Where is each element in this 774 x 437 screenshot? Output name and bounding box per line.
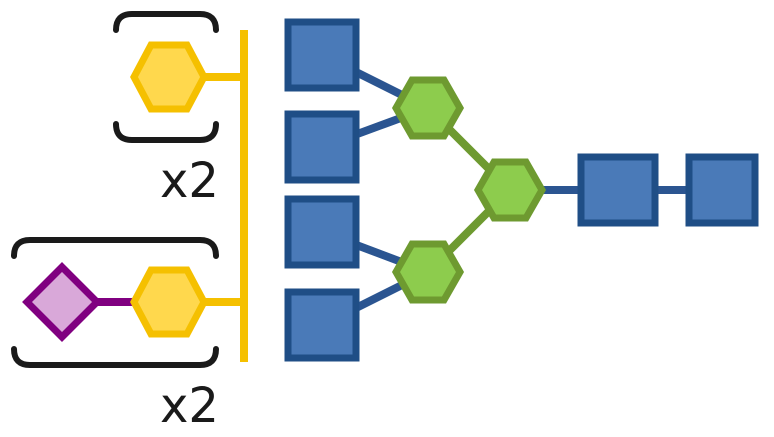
glcnac-square-2 [284,110,360,184]
glcnac-square-core-2 [685,153,759,227]
glcnac-square-3 [284,195,360,269]
bracket-upper-top [113,11,219,33]
glcnac-square-core-1 [577,153,659,227]
bracket-lower-top [11,237,219,259]
galactose-hexagon-upper [130,41,208,113]
bracket-upper-group [113,11,219,143]
sialic-acid-diamond [22,262,102,342]
mannose-hexagon-lower [391,240,465,304]
bracket-lower-bottom [11,346,219,368]
glcnac-squares [284,18,759,362]
glcnac-square-4 [284,288,360,362]
bracket-upper-bottom [113,121,219,143]
upper-group-multiplier: x2 [160,153,219,209]
glcnac-square-1 [284,18,360,92]
mannose-hexagon-core [473,158,547,222]
lower-group-multiplier: x2 [160,378,219,434]
galactose-hexagon-lower [130,266,208,338]
mannose-hexagon-upper [391,76,465,140]
bracket-lower-group [11,237,219,368]
galactose-hexagons [130,41,208,338]
mannose-hexagons [391,76,547,304]
